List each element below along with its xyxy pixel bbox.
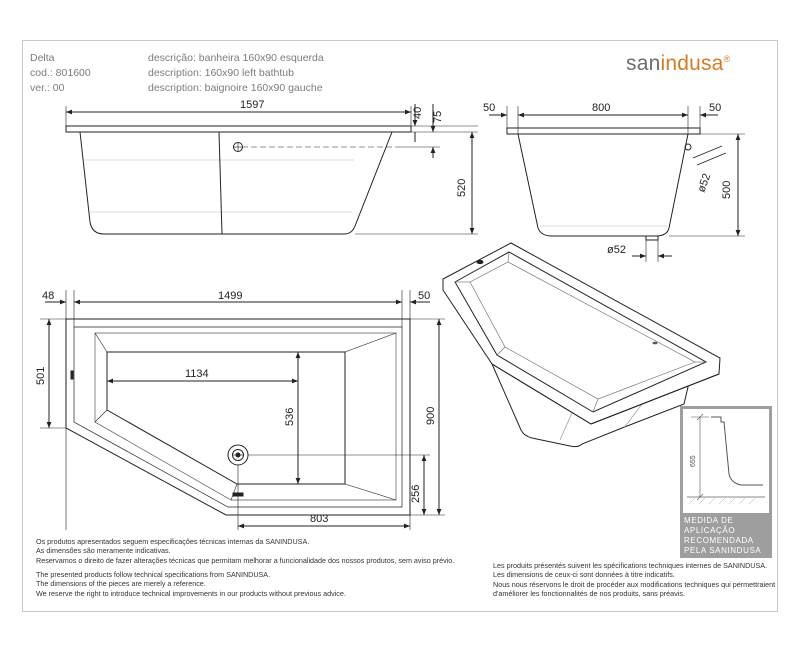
dim-front-width: 800	[592, 102, 610, 114]
plan-outline	[65, 318, 411, 516]
note-pt-line: Reservamos o direito de fazer alterações…	[36, 555, 455, 565]
product-version: ver.: 00	[30, 82, 65, 94]
note-fr-line: Nous nous réservons le droit de procéder…	[493, 579, 776, 589]
dim-front-right: 50	[709, 102, 721, 114]
product-descriptions: descrição: banheira 160x90 esquerda desc…	[148, 51, 324, 96]
front-overflow	[684, 143, 692, 151]
note-en-line: The presented products follow technical …	[36, 570, 271, 579]
inset-height-value: 655	[690, 455, 697, 467]
dim-plan-drain-offset: 256	[410, 485, 422, 503]
note-pt-line: Os produtos apresentados seguem especifi…	[36, 537, 310, 546]
notes-pt: Os produtos apresentados seguem especifi…	[36, 537, 454, 565]
notes-en: The presented products follow technical …	[36, 570, 346, 598]
drain-outlet	[645, 235, 659, 241]
plan-basin-floor	[106, 351, 346, 485]
inset-caption-line: APLICAÇÃO	[684, 526, 736, 535]
note-fr-line: Les produits présentés suivent les spéci…	[493, 561, 768, 570]
inset-caption-line: PELA SANINDUSA	[684, 546, 762, 555]
front-view-rim	[506, 127, 701, 135]
dim-plan-length: 1499	[218, 290, 242, 302]
side-view	[65, 104, 478, 235]
dim-rim-thickness: 40	[412, 107, 424, 119]
dim-plan-drain-position: 803	[310, 513, 328, 525]
dim-plan-inner-width: 536	[284, 408, 296, 426]
front-view-body	[517, 133, 689, 237]
product-code: cod.: 801600	[30, 67, 91, 79]
dim-side-height: 520	[456, 179, 468, 197]
note-en-line: We reserve the right to introduce techni…	[36, 588, 346, 598]
sanindusa-logo: sanindusa®	[626, 52, 730, 76]
product-info: Delta cod.: 801600 ver.: 00	[30, 51, 91, 96]
plan-overflow-marker	[70, 370, 74, 380]
side-view-body	[79, 131, 393, 235]
iso-overflow	[476, 259, 484, 265]
plan-view	[40, 290, 445, 530]
logo-text-san: san	[626, 52, 661, 75]
dim-plan-left-margin: 48	[42, 290, 54, 302]
note-fr-line: d'améliorer les fonctionnalités de nos p…	[493, 588, 685, 598]
dim-front-height: 500	[721, 181, 733, 199]
iso-basin-top	[454, 251, 708, 413]
side-view-edge	[218, 131, 223, 235]
plan-basin-top	[94, 332, 397, 501]
description-pt: descrição: banheira 160x90 esquerda	[148, 52, 324, 64]
dim-front-left: 50	[483, 102, 495, 114]
inset-diagram: 655	[683, 409, 769, 513]
logo-mark: ®	[723, 54, 731, 64]
recommended-height-inset: 655 MEDIDA DE APLICAÇÃO RECOMENDADA PELA…	[680, 406, 772, 558]
inset-caption-line: MEDIDA DE	[684, 516, 734, 525]
note-en-line: The dimensions of the pieces are merely …	[36, 579, 206, 589]
model-name: Delta	[30, 52, 55, 64]
dim-plan-inner-length: 1134	[185, 368, 209, 380]
dim-plan-width: 900	[425, 407, 437, 425]
isometric-view	[442, 242, 721, 448]
description-fr: description: baignoire 160x90 gauche	[148, 82, 323, 94]
inset-caption-line: RECOMENDADA	[684, 536, 754, 545]
front-view	[489, 106, 745, 262]
dim-overflow-diameter: ø52	[696, 172, 714, 194]
description-en: description: 160x90 left bathtub	[148, 67, 294, 79]
logo-text-indusa: indusa	[660, 52, 724, 75]
dim-plan-right-margin: 50	[418, 290, 430, 302]
inset-profile-svg: 655	[687, 413, 765, 505]
dim-side-length: 1597	[240, 99, 264, 111]
dim-overflow-height: 75	[432, 111, 444, 123]
side-view-rim	[65, 125, 412, 133]
note-pt-line: As dimensões são meramente indicativas.	[36, 546, 171, 556]
dim-plan-short-width: 501	[35, 367, 47, 385]
notes-fr: Les produits présentés suivent les spéci…	[493, 561, 775, 598]
note-fr-line: Les dimensions de ceux-ci sont données à…	[493, 570, 675, 580]
inset-tub-profile	[711, 416, 763, 486]
inset-caption: MEDIDA DE APLICAÇÃO RECOMENDADA PELA SAN…	[684, 516, 761, 556]
dim-drain-diameter: ø52	[607, 244, 626, 256]
